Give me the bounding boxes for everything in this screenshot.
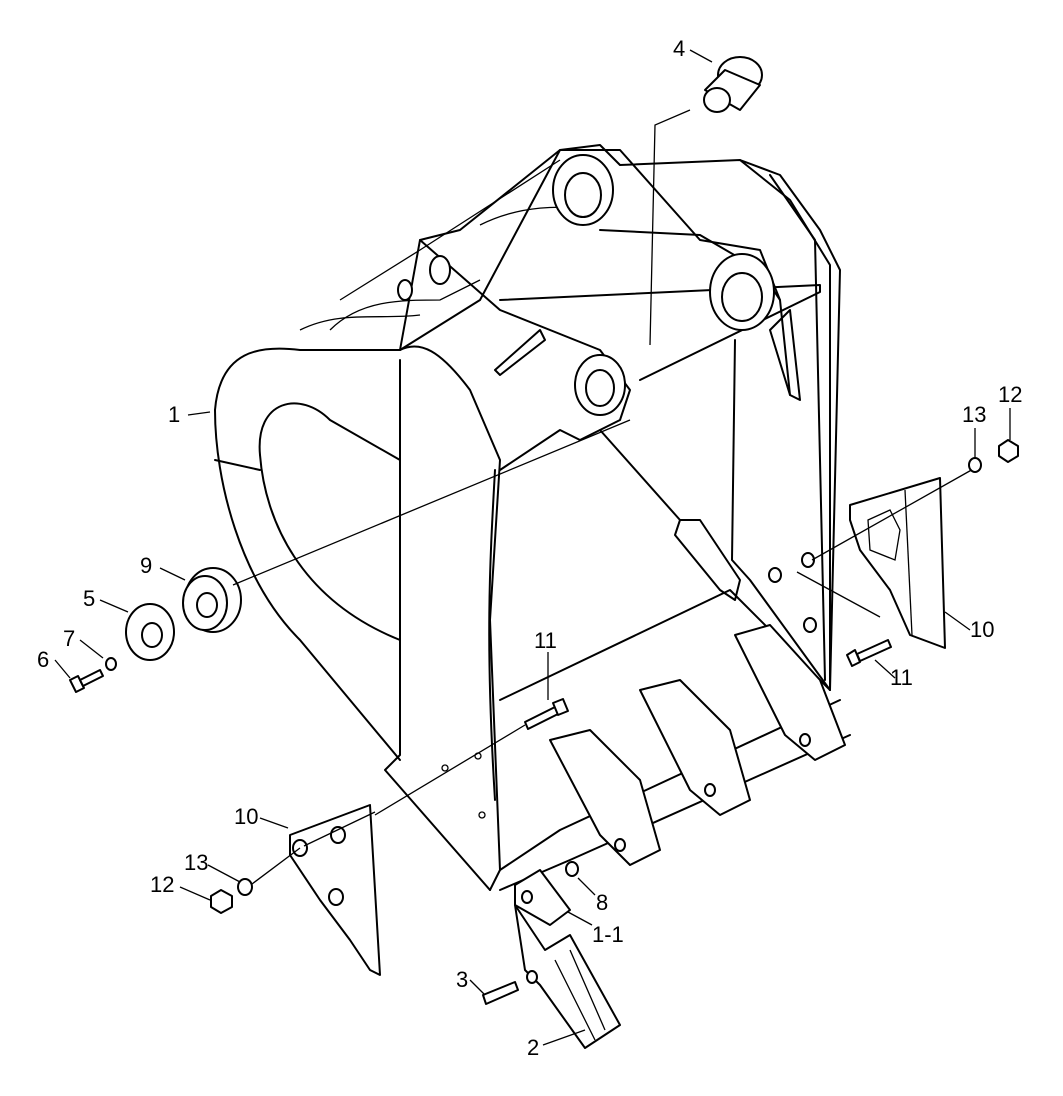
label-nut-right: 12 — [998, 382, 1022, 407]
nut-washer-left-part — [237, 847, 301, 896]
label-tooth-pin: 3 — [456, 967, 468, 992]
nut-left-part — [210, 889, 233, 914]
label-side-bolt-right: 11 — [890, 665, 913, 690]
label-tooth: 2 — [527, 1035, 539, 1060]
tooth-assembly-part — [482, 861, 621, 1049]
part-labels: 4 1 9 5 7 6 11 10 13 12 11 10 13 12 8 1-… — [37, 36, 1022, 1060]
side-cutter-left-part — [289, 804, 381, 976]
label-bushing: 4 — [673, 36, 685, 61]
label-shim-plate: 5 — [83, 586, 95, 611]
nut-washer-right-part — [968, 457, 982, 473]
label-bucket: 1 — [168, 402, 180, 427]
label-nut-left: 12 — [150, 872, 174, 897]
label-bolt: 6 — [37, 647, 49, 672]
bucket-body — [214, 144, 851, 891]
bushing-part — [649, 56, 763, 346]
label-side-cutter-left: 10 — [234, 804, 258, 829]
nut-right-part — [998, 439, 1019, 463]
label-side-bolt-left: 11 — [534, 628, 557, 653]
label-nut-washer-left: 13 — [184, 850, 208, 875]
label-side-cutter-right: 10 — [970, 617, 994, 642]
bolt-washer-part — [69, 657, 117, 693]
label-shim-ring: 9 — [140, 553, 152, 578]
label-tooth-adapter: 1-1 — [592, 922, 624, 947]
label-pin-lock: 8 — [596, 890, 608, 915]
shim-ring-part — [182, 419, 631, 633]
side-bolt-left-part — [374, 698, 569, 816]
side-cutter-right-part — [811, 467, 976, 649]
label-nut-washer-right: 13 — [962, 402, 986, 427]
leader-lines — [54, 49, 1011, 1046]
shim-plate-part — [125, 603, 175, 661]
side-bolt-right-part — [796, 571, 892, 667]
label-washer: 7 — [63, 626, 75, 651]
